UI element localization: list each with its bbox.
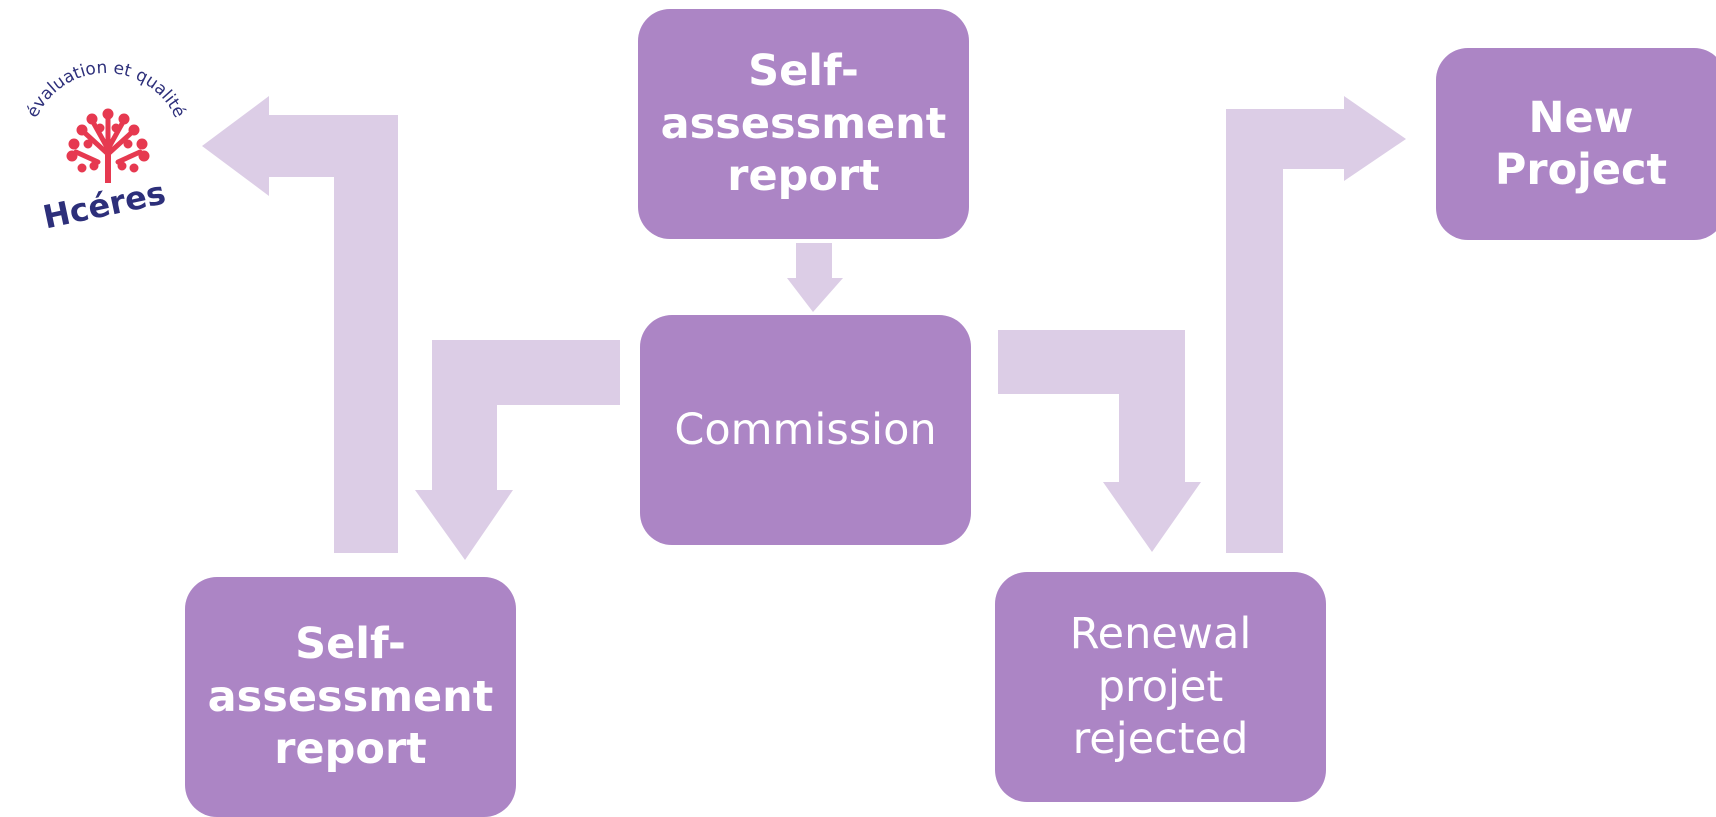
arrow-bottom-left-to-logo [202, 96, 398, 553]
node-line: report [727, 151, 880, 202]
node-line: rejected [1072, 714, 1249, 765]
node-line: Commission [674, 404, 937, 455]
node-line: report [274, 724, 427, 775]
node-line: projet [1097, 661, 1224, 712]
arrow-top-to-commission [787, 243, 843, 312]
node-new-project: New Project [1436, 48, 1716, 240]
arrow-commission-to-bottom-right [998, 330, 1201, 552]
node-line: Project [1494, 145, 1668, 195]
hceres-logo: évaluation et qualité Hcéres [23, 58, 189, 234]
node-line: assessment [660, 98, 947, 149]
node-line: Self- [295, 619, 406, 670]
node-line: New [1528, 92, 1634, 143]
arrow-bottom-right-to-new-project [1226, 96, 1406, 553]
node-self-assessment-report-bottom: Self- assessment report [185, 577, 516, 817]
tree-icon [66, 108, 150, 183]
arrow-commission-to-bottom-left [415, 340, 620, 560]
node-commission: Commission [640, 315, 971, 545]
node-self-assessment-report-top: Self- assessment report [638, 9, 969, 239]
node-line: Renewal [1069, 609, 1252, 660]
node-line: Self- [748, 46, 859, 97]
node-renewal-projet-rejected: Renewal projet rejected [995, 572, 1326, 802]
logo-brand-text: Hcéres [40, 174, 169, 234]
node-line: assessment [207, 671, 494, 722]
